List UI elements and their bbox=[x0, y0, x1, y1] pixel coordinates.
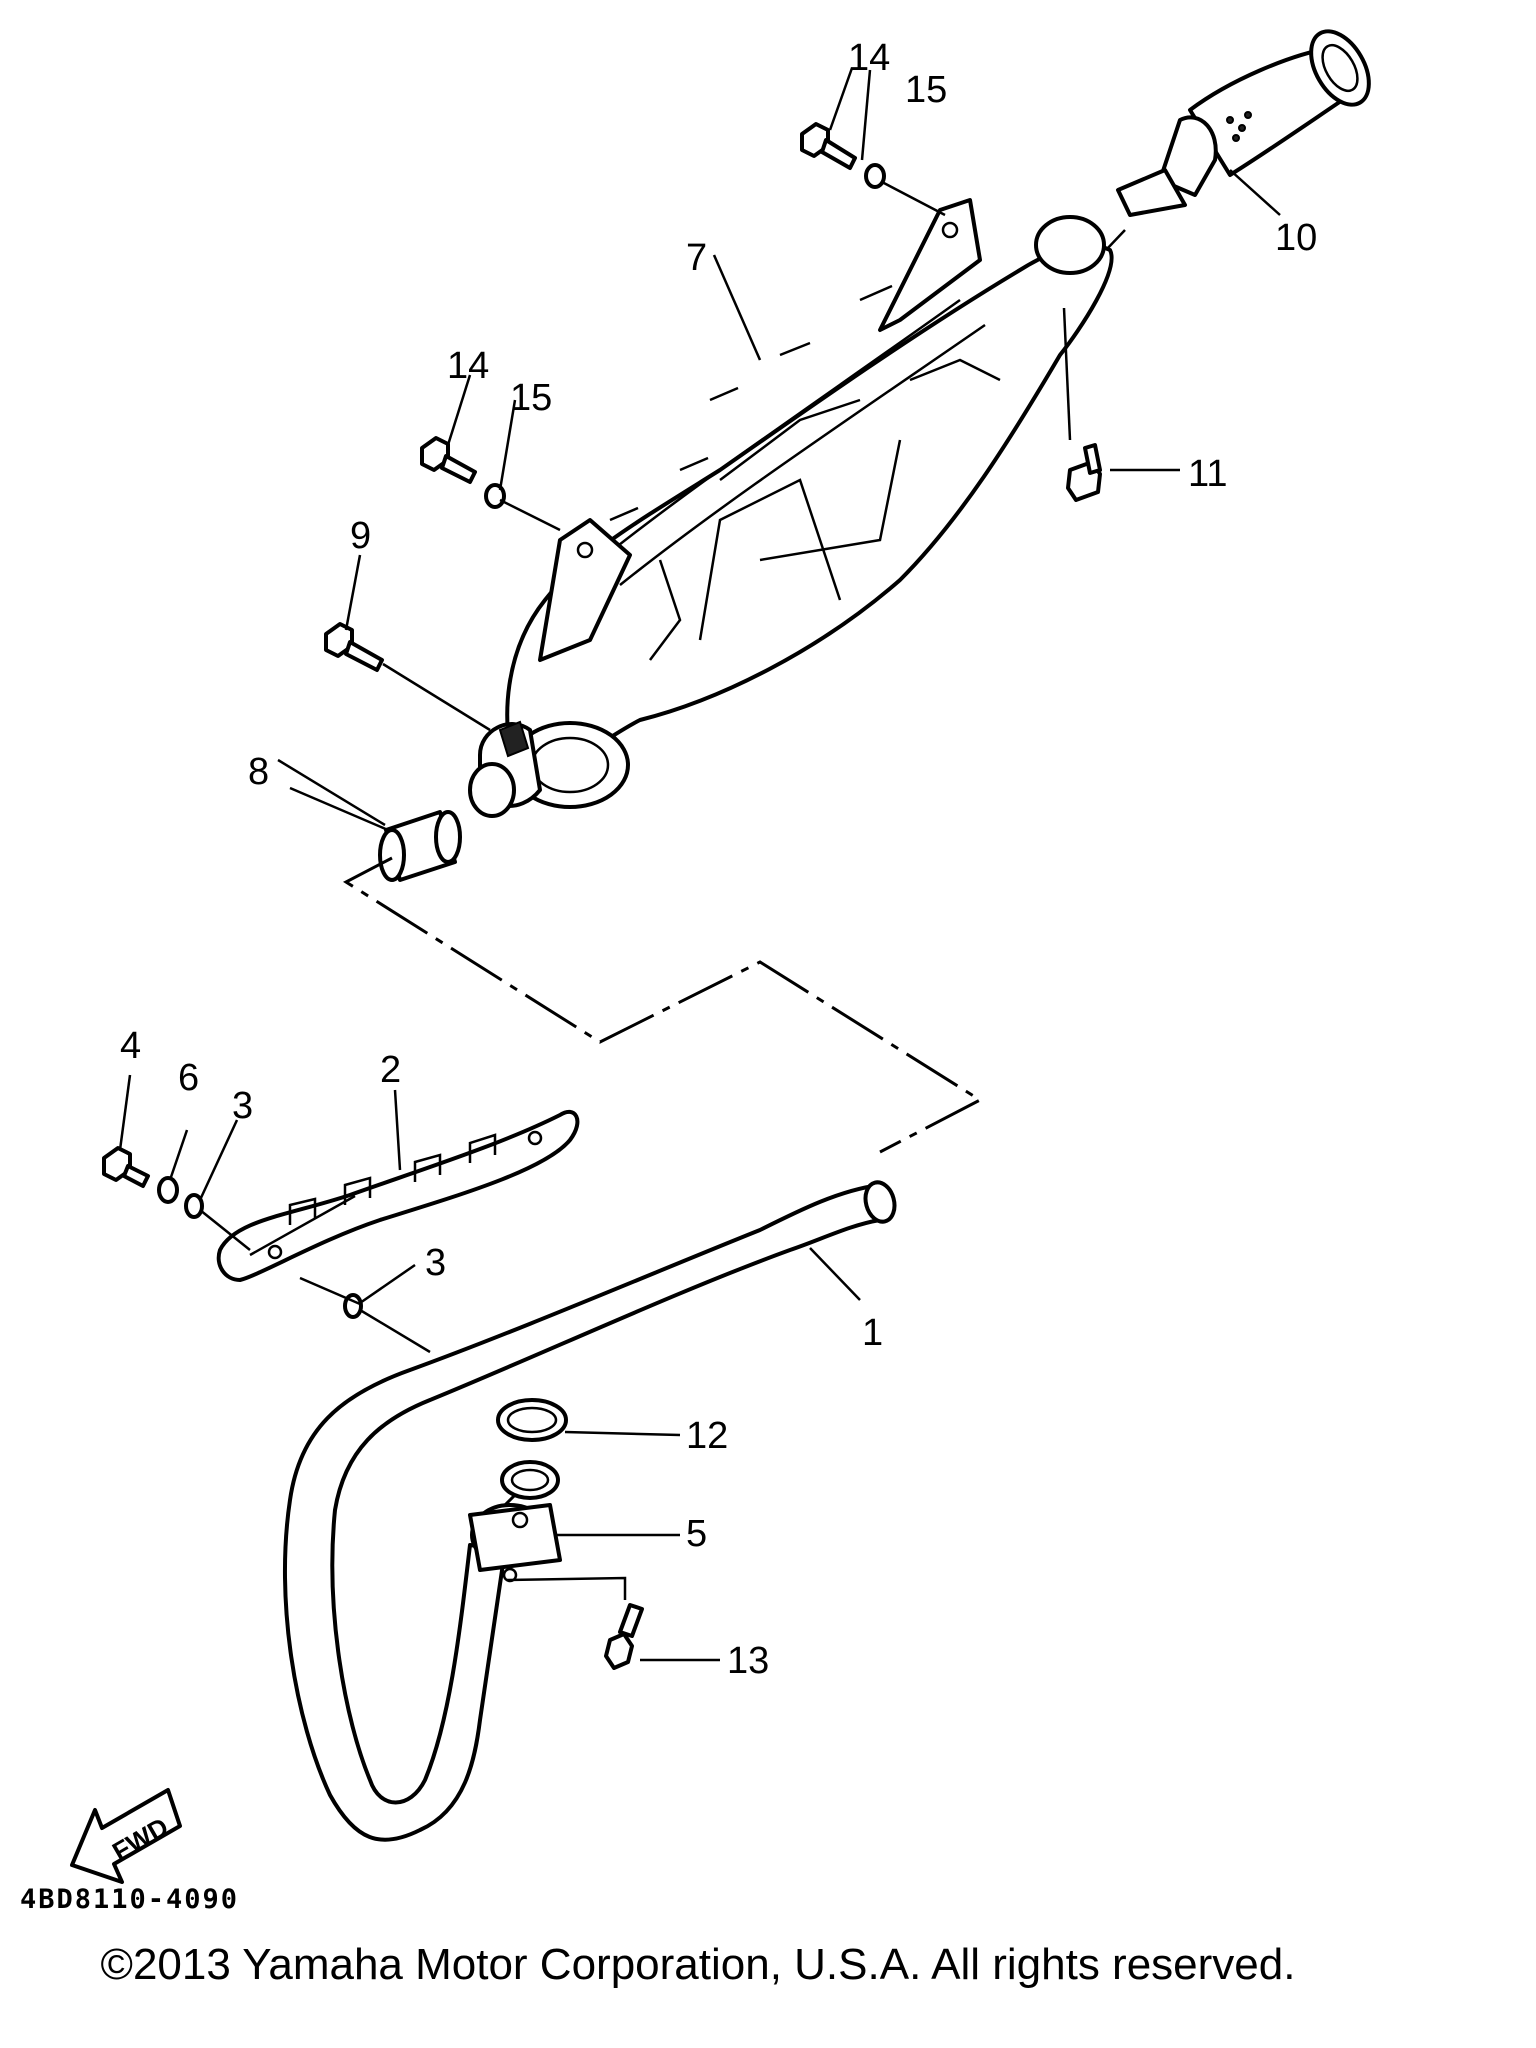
callout-14: 14 bbox=[848, 37, 890, 79]
callouts: 1 2 3 3 4 5 6 7 8 9 10 11 12 13 14 14 15… bbox=[120, 37, 1317, 1682]
callout-4: 4 bbox=[120, 1025, 141, 1067]
exhaust-pipe bbox=[282, 1180, 897, 1842]
diagram-code: 4BD8110-4090 bbox=[20, 1884, 240, 1915]
callout-1: 1 bbox=[862, 1312, 883, 1354]
muffler bbox=[468, 198, 1114, 818]
callout-15: 15 bbox=[510, 377, 552, 419]
callout-14: 14 bbox=[447, 345, 489, 387]
callout-7: 7 bbox=[686, 237, 707, 279]
callout-3: 3 bbox=[425, 1242, 446, 1284]
callout-10: 10 bbox=[1275, 217, 1317, 259]
spark-arrester bbox=[1116, 29, 1371, 217]
callout-9: 9 bbox=[350, 515, 371, 557]
callout-8: 8 bbox=[248, 751, 269, 793]
callout-15: 15 bbox=[905, 69, 947, 111]
callout-11: 11 bbox=[1188, 453, 1227, 495]
leader-lines bbox=[199, 180, 1126, 1600]
hardware bbox=[102, 122, 1102, 1670]
callout-5: 5 bbox=[686, 1513, 707, 1555]
callout-13: 13 bbox=[727, 1640, 769, 1682]
copyright-notice: ©2013 Yamaha Motor Corporation, U.S.A. A… bbox=[100, 1940, 1296, 1989]
callout-leaders bbox=[118, 67, 1281, 1662]
callout-3: 3 bbox=[232, 1085, 253, 1127]
callout-12: 12 bbox=[686, 1415, 728, 1457]
forward-direction-arrow: FWD bbox=[70, 1788, 182, 1884]
callout-6: 6 bbox=[178, 1057, 199, 1099]
callout-2: 2 bbox=[380, 1049, 401, 1091]
heat-protector bbox=[216, 1109, 580, 1282]
